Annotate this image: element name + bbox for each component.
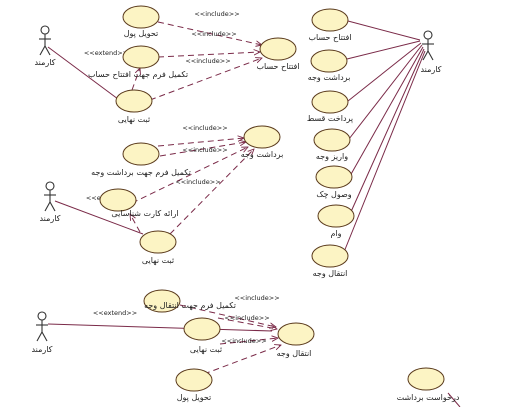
svg-text:تحویل پول: تحویل پول: [177, 393, 212, 402]
use-case-r-open-account: افتتاح حساب: [308, 8, 352, 42]
include-stereotype: <<include>>: [191, 30, 236, 38]
use-case-transfer: انتقال وجه: [277, 322, 315, 358]
include-arrow: [159, 142, 246, 157]
svg-text:ثبت نهایی: ثبت نهایی: [190, 345, 222, 354]
use-case-withdraw: برداشت وجه: [241, 125, 284, 159]
include-arrow: [157, 138, 244, 147]
use-case-fill-withdraw-form: تکمیل فرم جهت برداشت وجه: [91, 142, 191, 177]
svg-text:برداشت وجه: برداشت وجه: [241, 150, 284, 159]
svg-text:انتقال وجه: انتقال وجه: [277, 349, 312, 358]
svg-text:تکمیل فرم جهت انتقال وجه: تکمیل فرم جهت انتقال وجه: [144, 301, 236, 310]
svg-text:وام: وام: [330, 229, 341, 238]
svg-text:انتقال وجه: انتقال وجه: [313, 269, 348, 278]
include-stereotype: <<include>>: [221, 337, 266, 345]
include-arrow: [157, 52, 260, 58]
svg-text:تکمیل فرم جهت برداشت وجه: تکمیل فرم جهت برداشت وجه: [91, 168, 191, 177]
connectors-open-account: <<include>> <<include>> <<include>> <<ex…: [47, 10, 262, 103]
actor-employee-2: کارمند: [420, 30, 442, 74]
svg-text:افتتاح حساب: افتتاح حساب: [256, 62, 299, 71]
include-stereotype: <<include>>: [182, 124, 227, 132]
svg-text:برداشت وجه: برداشت وجه: [308, 73, 351, 82]
actor-label: کارمند: [31, 345, 52, 354]
stick-figure-icon: [422, 30, 434, 61]
svg-text:وصول چک: وصول چک: [316, 190, 351, 199]
connectors-right-column: [343, 20, 426, 253]
include-stereotype: <<include>>: [224, 314, 269, 322]
actor-label: کارمند: [39, 214, 60, 223]
stick-figure-icon: [44, 181, 56, 212]
association-line: [447, 392, 461, 407]
association-line: [343, 50, 426, 253]
svg-text:ثبت نهایی: ثبت نهایی: [142, 256, 174, 265]
connectors-transfer: <<include>> <<include>> <<include>> <<ex…: [47, 294, 281, 375]
svg-text:تکمیل فرم جهت افتتاح حساب: تکمیل فرم جهت افتتاح حساب: [88, 70, 188, 79]
include-arrow: [179, 304, 276, 327]
use-case-deliver-money-2: تحویل پول: [175, 368, 213, 402]
include-arrow: [169, 149, 254, 235]
include-stereotype: <<include>>: [234, 294, 279, 302]
association-line: [347, 20, 421, 41]
use-case-r-loan: وام: [317, 204, 355, 238]
association-line: [47, 323, 273, 332]
association-line: [349, 48, 425, 215]
use-case-withdraw-request: درخواست برداشت: [397, 367, 460, 402]
include-arrow: [157, 21, 262, 45]
use-case-r-installment: پرداخت قسط: [307, 90, 353, 123]
include-arrow: [217, 317, 277, 329]
association-line: [349, 46, 424, 177]
svg-text:واریز وجه: واریز وجه: [316, 152, 348, 161]
include-stereotype: <<include>>: [182, 146, 227, 154]
extend-stereotype: <<extend>>: [93, 309, 137, 317]
actor-label: کارمند: [420, 65, 441, 74]
use-case-final-register-2: ثبت نهایی: [139, 230, 177, 265]
actor-label: کارمند: [34, 58, 55, 67]
use-case-open-account: افتتاح حساب: [256, 37, 300, 71]
include-arrow: [203, 345, 281, 375]
use-case-fill-transfer-form: تکمیل فرم جهت انتقال وجه: [143, 289, 236, 313]
association-line: [54, 200, 144, 235]
use-case-r-withdraw: برداشت وجه: [308, 49, 351, 82]
use-case-final-register-1: ثبت نهایی: [115, 89, 153, 124]
association-line: [348, 44, 423, 140]
stick-figure-icon: [36, 311, 48, 342]
extend-arrow: [130, 214, 141, 233]
svg-text:ارائه کارت شناسایی: ارائه کارت شناسایی: [111, 209, 178, 218]
extend-arrow: [131, 68, 140, 91]
include-stereotype: <<include>>: [175, 178, 220, 186]
use-case-show-id-card: ارائه کارت شناسایی: [99, 188, 179, 218]
stick-figure-icon: [39, 25, 51, 56]
actor-employee-3: کارمند: [39, 181, 61, 223]
include-stereotype: <<include>>: [194, 10, 239, 18]
svg-text:تحویل پول: تحویل پول: [124, 29, 159, 38]
association-line: [47, 46, 123, 103]
use-case-r-cheque: وصول چک: [315, 165, 353, 199]
actor-employee-4: کارمند: [31, 311, 53, 354]
connectors-withdraw-request: [447, 392, 461, 407]
association-line: [346, 40, 421, 60]
actor-employee-1: کارمند: [34, 25, 56, 67]
use-case-deliver-money: تحویل پول: [122, 5, 160, 38]
use-case-fill-open-form: تکمیل فرم جهت افتتاح حساب: [88, 45, 188, 79]
include-arrow: [131, 147, 248, 204]
use-case-r-deposit: واریز وجه: [313, 128, 351, 161]
svg-text:درخواست برداشت: درخواست برداشت: [397, 393, 460, 402]
svg-text:افتتاح حساب: افتتاح حساب: [308, 33, 351, 42]
extend-stereotype: <<extend>>: [84, 49, 128, 57]
svg-text:ثبت نهایی: ثبت نهایی: [118, 115, 150, 124]
use-case-final-register-3: ثبت نهایی: [183, 317, 222, 354]
association-line: [347, 42, 422, 102]
use-case-r-transfer: انتقال وجه: [311, 244, 349, 278]
include-stereotype: <<include>>: [185, 57, 230, 65]
svg-text:پرداخت قسط: پرداخت قسط: [307, 114, 353, 123]
